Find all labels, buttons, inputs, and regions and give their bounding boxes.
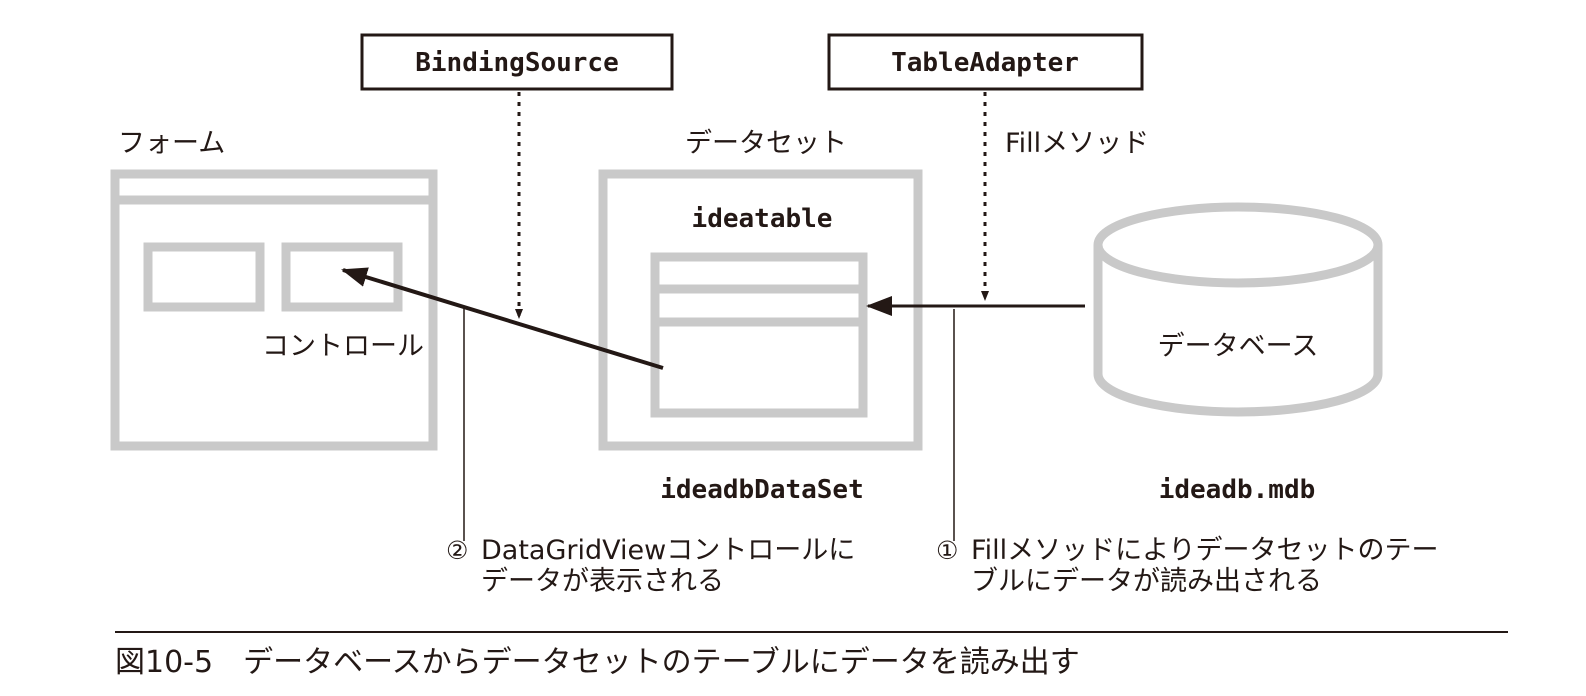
- form-control-right: [281, 242, 403, 312]
- note-1: ① Fillメソッドによりデータセットのテー ブルにデータが読み出される: [936, 535, 1439, 597]
- form-control-left: [143, 242, 265, 312]
- note-1-marker: ①: [936, 536, 958, 565]
- table-adapter-box: TableAdapter: [827, 33, 1144, 91]
- binding-source-label: BindingSource: [415, 48, 619, 78]
- note-2-line1: DataGridViewコントロールに: [481, 535, 855, 566]
- database-cylinder: データベース: [1093, 202, 1383, 417]
- display-arrow: [341, 267, 664, 370]
- table-name-label: ideatable: [692, 204, 833, 234]
- control-label: コントロール: [262, 331, 424, 362]
- note-2-line2: データが表示される: [481, 566, 724, 597]
- table-adapter-label: TableAdapter: [891, 48, 1079, 78]
- note-2-marker: ②: [446, 536, 468, 565]
- dataset-box: ideatable: [598, 169, 923, 451]
- database-label: データベース: [1158, 331, 1319, 362]
- database-file-label: ideadb.mdb: [1159, 475, 1316, 505]
- note-1-line2: ブルにデータが読み出される: [971, 566, 1322, 597]
- dataset-label: データセット: [685, 128, 847, 159]
- figure-caption: 図10-5 データベースからデータセットのテーブルにデータを読み出す: [115, 645, 1080, 680]
- form-window: コントロール: [110, 169, 438, 451]
- binding-source-box: BindingSource: [360, 33, 674, 91]
- data-table: [650, 252, 868, 418]
- note-2: ② DataGridViewコントロールに データが表示される: [446, 535, 855, 597]
- form-label: フォーム: [118, 128, 225, 159]
- note-1-line1: Fillメソッドによりデータセットのテー: [971, 535, 1439, 566]
- dataset-name-label: ideadbDataSet: [660, 475, 864, 505]
- fill-method-label: Fillメソッド: [1005, 128, 1149, 159]
